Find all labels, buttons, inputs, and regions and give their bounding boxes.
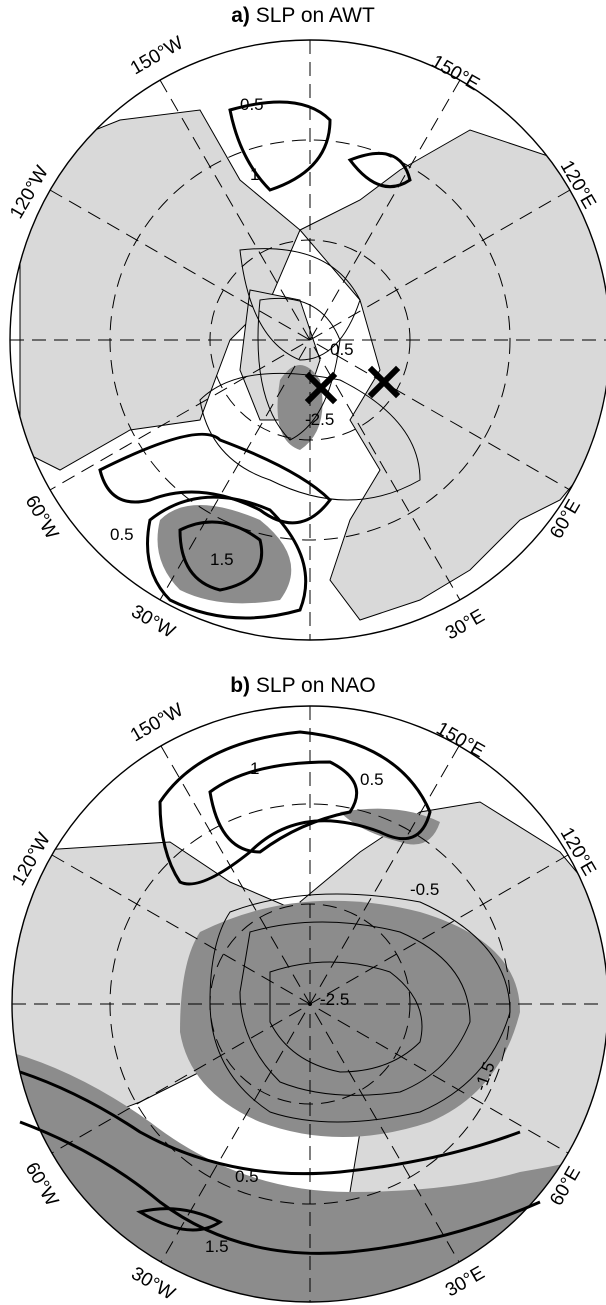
panel-a-shading-high (157, 505, 292, 604)
panel-b-title-text: SLP on NAO (255, 674, 376, 697)
lon-label-30e: 30°E (442, 605, 488, 644)
lon-label-30w: 30°W (128, 601, 179, 643)
contour-label: 0.5 (235, 1167, 259, 1186)
panel-b-title: b) SLP on NAO (0, 674, 606, 698)
panel-b-graticule (12, 706, 606, 1302)
panel-a: a) SLP on AWT (0, 0, 606, 652)
contour-label: 0.5 (330, 340, 354, 359)
contour-label: 0.5 (240, 95, 264, 114)
panel-a-graticule (10, 40, 606, 640)
contour-label: 1.5 (205, 1237, 229, 1256)
panel-a-x-marker-1 (304, 371, 338, 405)
panel-b-shading-high (12, 1052, 606, 1302)
panel-a-markers (304, 365, 401, 405)
contour-label: 1 (250, 759, 259, 778)
lon-label-30w: 30°W (128, 1263, 179, 1305)
contour-label: 1.5 (210, 550, 234, 569)
contour-label: 1 (250, 165, 259, 184)
contour-label: -2.5 (320, 990, 349, 1009)
panel-a-frame (9, 39, 606, 641)
panel-a-title-text: SLP on AWT (255, 4, 375, 27)
panel-b-frame (11, 705, 606, 1303)
panel-a-letter: a) (231, 4, 250, 27)
panel-a-shading-low (277, 365, 323, 450)
panel-a-contours (98, 100, 421, 620)
panel-a-map: 0.5 1 0.5 -2.5 0.5 1.5 150°W 150°E 120°W… (6, 32, 606, 644)
panel-b-shading-low (180, 900, 520, 1137)
panel-a-x-marker-2 (367, 365, 401, 399)
panel-a-title: a) SLP on AWT (0, 4, 606, 28)
panel-b-contours (19, 730, 541, 1255)
contour-label: 0.5 (360, 770, 384, 789)
panel-a-land (19, 109, 606, 621)
panel-b-letter: b) (230, 674, 251, 697)
panel-b-map: 1 0.5 -0.5 -2.5 -1.5 0.5 1.5 150°W 150°E… (8, 699, 606, 1305)
contour-label: 0.5 (110, 525, 134, 544)
contour-label: -0.5 (410, 880, 439, 899)
panel-b: b) SLP on NAO (0, 652, 606, 1305)
contour-label: -2.5 (305, 410, 334, 429)
lon-label-60w: 60°W (21, 1159, 63, 1210)
